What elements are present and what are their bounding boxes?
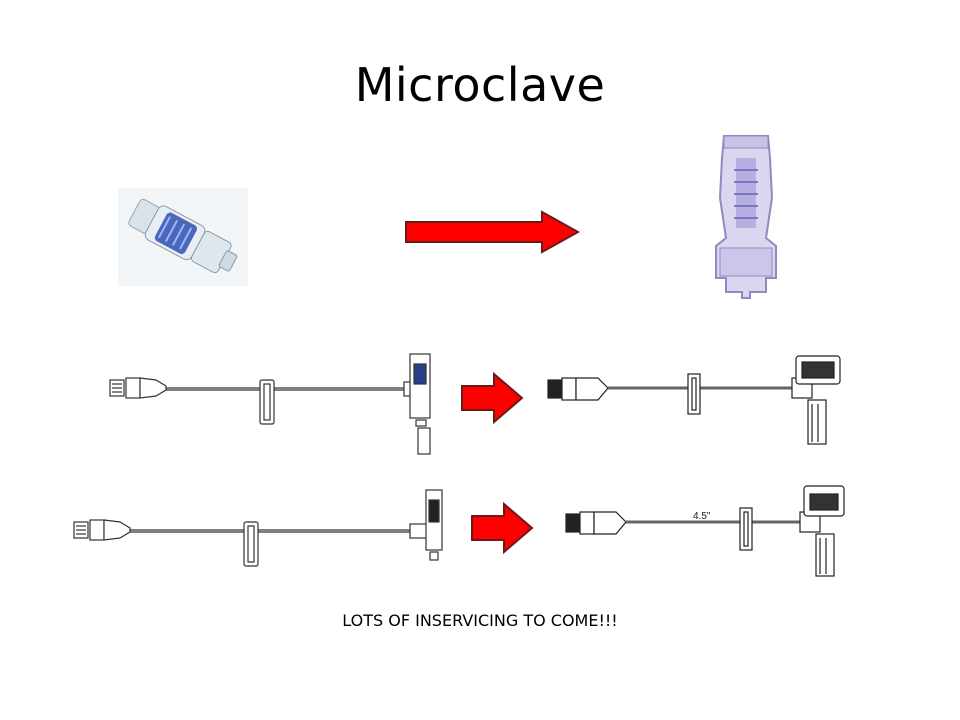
new-connector-image <box>715 135 777 299</box>
new-extension-set-2-image <box>565 485 845 577</box>
arrow-right-icon <box>405 210 581 254</box>
old-connector-image <box>118 188 248 286</box>
old-extension-set-2-image <box>73 489 443 567</box>
old-extension-set-1-image <box>109 353 431 455</box>
slide-caption: LOTS OF INSERVICING TO COME!!! <box>342 611 618 630</box>
tubing-length-label: 4.5" <box>693 511 711 522</box>
slide-title: Microclave <box>354 58 606 112</box>
new-extension-set-1-image <box>547 355 841 445</box>
arrow-right-icon <box>461 372 524 424</box>
arrow-right-icon <box>471 502 534 554</box>
